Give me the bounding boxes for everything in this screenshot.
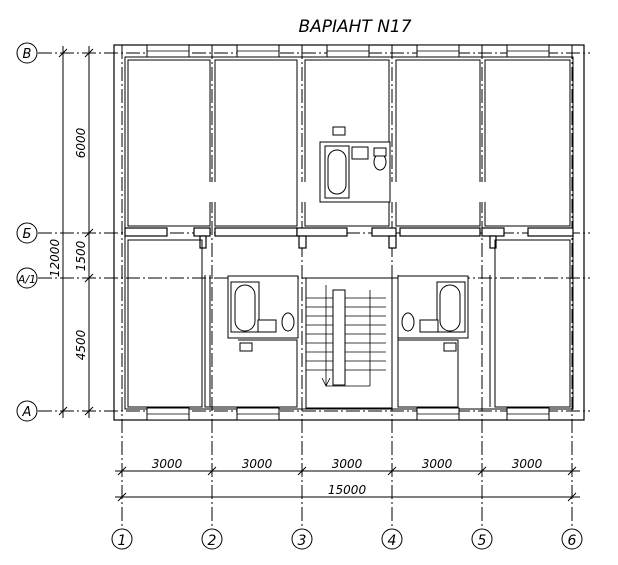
dim-h-5: 3000 bbox=[512, 457, 543, 471]
windows-bottom bbox=[146, 407, 550, 421]
row-label-v: В bbox=[23, 47, 32, 62]
col-label-3: 3 bbox=[298, 533, 307, 549]
upper-rooms bbox=[127, 59, 571, 227]
windows-top bbox=[146, 44, 550, 58]
dim-v-3: 4500 bbox=[74, 329, 88, 360]
lower-rooms bbox=[127, 239, 571, 408]
dim-h-3: 3000 bbox=[332, 457, 363, 471]
bathroom-left bbox=[227, 275, 299, 352]
dim-v-total: 12000 bbox=[48, 239, 62, 278]
row-label-b: Б bbox=[23, 227, 32, 242]
horizontal-dimensions: 3000 3000 3000 3000 3000 15000 bbox=[115, 457, 580, 502]
drawing-title: ВАРІАНТ N17 bbox=[298, 17, 411, 37]
col-label-6: 6 bbox=[568, 533, 577, 549]
dim-h-2: 3000 bbox=[242, 457, 273, 471]
dim-h-1: 3000 bbox=[152, 457, 183, 471]
row-label-a1: А/1 bbox=[17, 273, 36, 286]
vertical-dimensions: 6000 1500 4500 12000 bbox=[48, 46, 94, 418]
dim-h-total: 15000 bbox=[328, 483, 367, 497]
dim-v-1: 6000 bbox=[74, 127, 88, 158]
bathroom-top bbox=[319, 126, 391, 203]
dim-h-4: 3000 bbox=[422, 457, 453, 471]
col-label-2: 2 bbox=[208, 533, 217, 549]
bathroom-right bbox=[397, 275, 469, 352]
row-markers: В Б А/1 А bbox=[16, 42, 38, 422]
col-label-5: 5 bbox=[478, 533, 487, 549]
dim-v-2: 1500 bbox=[74, 240, 88, 271]
col-label-4: 4 bbox=[388, 533, 397, 549]
row-label-a: А bbox=[22, 405, 32, 420]
column-markers: 1 2 3 4 5 6 bbox=[111, 528, 583, 550]
corridor-walls bbox=[124, 227, 574, 249]
staircase bbox=[305, 277, 393, 409]
col-label-1: 1 bbox=[118, 533, 127, 549]
